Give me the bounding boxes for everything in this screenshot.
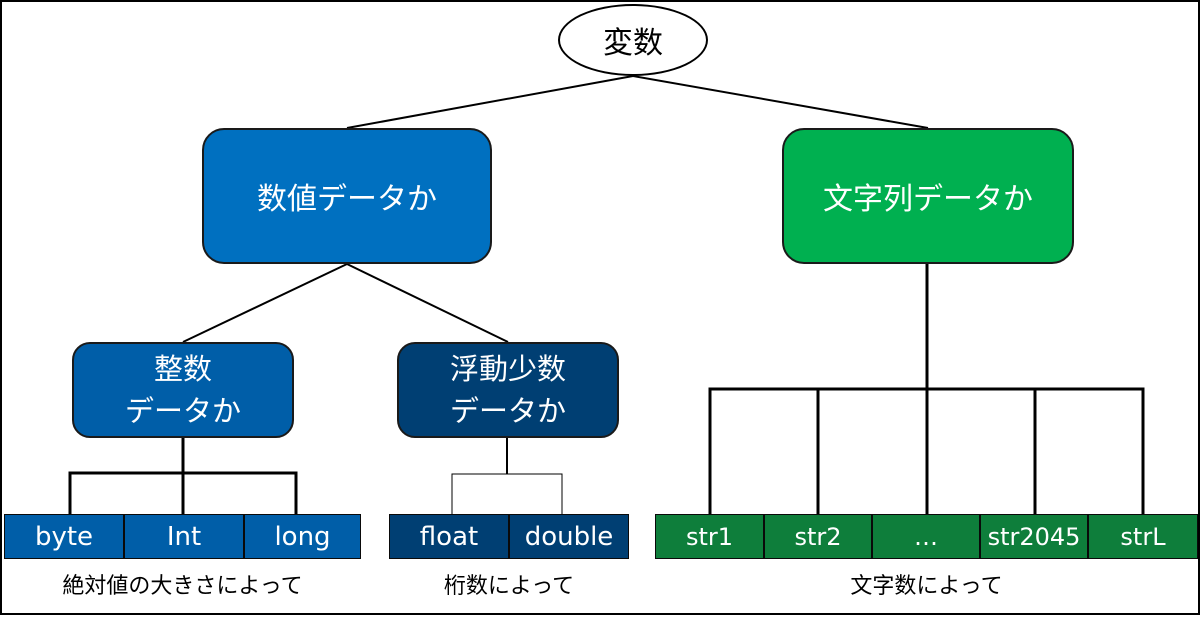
bracket-string bbox=[708, 387, 1145, 514]
edge-root-numeric bbox=[346, 75, 634, 129]
type-cell-str2045: str2045 bbox=[980, 514, 1088, 559]
type-label-float: float bbox=[419, 521, 479, 552]
bracket-integer bbox=[68, 471, 298, 514]
string-label: 文字列データか bbox=[823, 182, 1033, 217]
numeric-label: 数値データか bbox=[257, 182, 437, 217]
float-data-node: 浮動少数 データか bbox=[397, 342, 619, 438]
string-data-node: 文字列データか bbox=[782, 128, 1074, 264]
type-cell-strL: strL bbox=[1088, 514, 1198, 559]
integer-label-line2: データか bbox=[124, 394, 241, 428]
type-label-ellipsis: … bbox=[914, 522, 938, 551]
type-label-int: Int bbox=[166, 521, 202, 552]
type-cell-str2: str2 bbox=[764, 514, 872, 559]
type-label-byte: byte bbox=[34, 521, 94, 552]
type-label-strL: strL bbox=[1120, 522, 1166, 551]
caption-int: 絶対値の大きさによって bbox=[62, 574, 303, 599]
edge-numeric-integer bbox=[182, 263, 348, 343]
type-cell-long: long bbox=[244, 514, 361, 559]
type-cell-str1: str1 bbox=[655, 514, 764, 559]
caption-str: 文字数によって bbox=[850, 574, 1003, 599]
integer-label-line1: 整数 bbox=[153, 352, 212, 386]
root-label: 変数 bbox=[603, 26, 663, 61]
type-label-str2: str2 bbox=[794, 522, 842, 551]
type-cell-float: float bbox=[389, 514, 509, 559]
numeric-data-node: 数値データか bbox=[202, 128, 492, 264]
type-cell-int: Int bbox=[124, 514, 244, 559]
type-label-str1: str1 bbox=[685, 522, 734, 551]
type-cell-double: double bbox=[509, 514, 629, 559]
integer-data-node: 整数 データか bbox=[72, 342, 294, 438]
float-label-line1: 浮動少数 bbox=[449, 352, 566, 386]
edge-root-string bbox=[632, 75, 929, 129]
type-label-double: double bbox=[524, 521, 614, 552]
type-cell-ellipsis: … bbox=[872, 514, 980, 559]
type-cell-byte: byte bbox=[4, 514, 124, 559]
caption-float: 桁数によって bbox=[443, 574, 575, 599]
type-label-long: long bbox=[274, 521, 331, 552]
type-label-str2045: str2045 bbox=[987, 522, 1081, 551]
bracket-float bbox=[451, 473, 563, 514]
float-label-line2: データか bbox=[449, 394, 566, 428]
edge-numeric-float bbox=[346, 263, 509, 343]
root-node-variable: 変数 bbox=[558, 4, 708, 76]
